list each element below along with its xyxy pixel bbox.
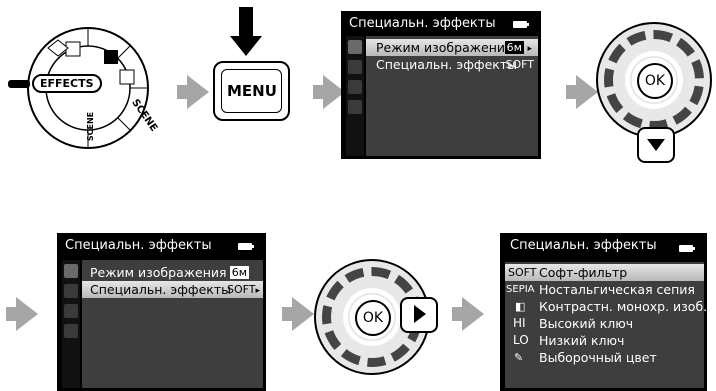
setup-tab-icon[interactable] — [348, 80, 362, 94]
option-label: Выборочный цвет — [539, 350, 657, 365]
camera-screen-3: Специальн. эффекты SOFT Софт-фильтр SEPI… — [500, 233, 707, 391]
option-high-key[interactable]: HI Высокий ключ — [505, 315, 704, 332]
option-tag: SOFT — [508, 266, 537, 279]
step-arrow — [177, 75, 209, 109]
battery-icon — [679, 245, 695, 252]
menu-item-label: Специальн. эффекты — [90, 282, 231, 297]
menu-button-label: MENU — [227, 82, 277, 100]
step-arrow — [282, 297, 314, 331]
option-tag: ✎ — [514, 351, 524, 364]
step-arrow — [6, 297, 38, 331]
option-low-key[interactable]: LO Низкий ключ — [505, 332, 704, 349]
step-arrow — [566, 75, 598, 109]
camera-screen-2: Специальн. эффекты Режим изображения 6м … — [57, 233, 266, 391]
camera-screen-1: Специальн. эффекты Режим изображения 6м … — [341, 11, 541, 159]
movie-tab-icon[interactable] — [348, 60, 362, 74]
effects-mode-label: EFFECTS — [32, 74, 102, 93]
right-arrow-icon — [414, 305, 426, 323]
down-button-highlight[interactable] — [637, 127, 675, 163]
image-mode-value: 6м ▸ — [504, 41, 532, 54]
menu-item-label: Режим изображения — [90, 265, 227, 280]
screen-title: Специальн. эффекты — [510, 238, 657, 253]
image-mode-value: 6м — [229, 266, 249, 279]
battery-icon — [513, 21, 529, 28]
option-tag: ◧ — [515, 300, 526, 313]
battery-icon — [238, 243, 254, 250]
menu-item-label: Специальн. эффекты — [376, 57, 517, 72]
menu-side-tabs — [346, 36, 364, 156]
right-button-highlight[interactable] — [400, 297, 438, 333]
effects-tab-icon[interactable] — [348, 40, 362, 54]
screen-title: Специальн. эффекты — [65, 238, 212, 253]
effects-indicator — [8, 80, 30, 88]
press-arrow-head — [230, 36, 262, 56]
options-panel: SOFT Софт-фильтр SEPIA Ностальгическая с… — [505, 262, 707, 388]
selector-ring — [604, 30, 704, 130]
wrench-tab-icon[interactable] — [64, 324, 78, 338]
special-effects-value: SOFT — [505, 58, 535, 71]
ok-button[interactable]: OK — [355, 300, 391, 336]
option-tag: HI — [513, 316, 526, 330]
option-label: Низкий ключ — [539, 333, 625, 348]
press-arrow-icon — [239, 7, 253, 37]
menu-button-illustration[interactable]: MENU — [213, 61, 290, 121]
option-selective-color[interactable]: ✎ Выборочный цвет — [505, 349, 704, 366]
step-arrow — [313, 75, 345, 109]
menu-item-image-mode[interactable]: Режим изображения 6м — [82, 264, 263, 281]
special-effects-value: SOFT▸ — [226, 283, 260, 296]
option-soft[interactable]: SOFT Софт-фильтр — [505, 264, 704, 281]
option-high-contrast-mono[interactable]: ◧ Контрастн. монохр. изоб. — [505, 298, 707, 315]
option-tag: SEPIA — [506, 284, 535, 295]
menu-side-tabs — [62, 260, 80, 388]
option-label: Контрастн. монохр. изоб. — [539, 299, 707, 314]
menu-item-label: Режим изображения — [376, 40, 513, 55]
option-label: Ностальгическая сепия — [539, 282, 695, 297]
step-arrow — [452, 297, 484, 331]
wrench-tab-icon[interactable] — [348, 100, 362, 114]
menu-item-special-effects[interactable]: Специальн. эффекты SOFT — [366, 56, 538, 73]
setup-tab-icon[interactable] — [64, 304, 78, 318]
down-arrow-icon — [647, 139, 665, 151]
option-label: Высокий ключ — [539, 316, 634, 331]
ok-button[interactable]: OK — [637, 63, 673, 99]
screen-title: Специальн. эффекты — [349, 16, 496, 31]
multi-selector-down[interactable]: OK — [596, 22, 712, 138]
menu-item-special-effects[interactable]: Специальн. эффекты SOFT▸ — [82, 281, 263, 298]
scene-vertical-label: SCENE — [86, 111, 96, 142]
option-label: Софт-фильтр — [539, 265, 628, 280]
movie-tab-icon[interactable] — [64, 284, 78, 298]
option-tag: LO — [513, 333, 529, 347]
menu-item-image-mode[interactable]: Режим изображения 6м ▸ — [366, 39, 538, 56]
effects-tab-icon[interactable] — [64, 264, 78, 278]
menu-panel: Режим изображения 6м ▸ Специальн. эффект… — [366, 36, 538, 156]
mode-dial[interactable]: EFFECTS SCENE SCENE — [8, 18, 159, 158]
menu-button-inner — [221, 69, 282, 113]
menu-panel: Режим изображения 6м Специальн. эффекты … — [82, 260, 263, 388]
option-sepia[interactable]: SEPIA Ностальгическая сепия — [505, 281, 704, 298]
